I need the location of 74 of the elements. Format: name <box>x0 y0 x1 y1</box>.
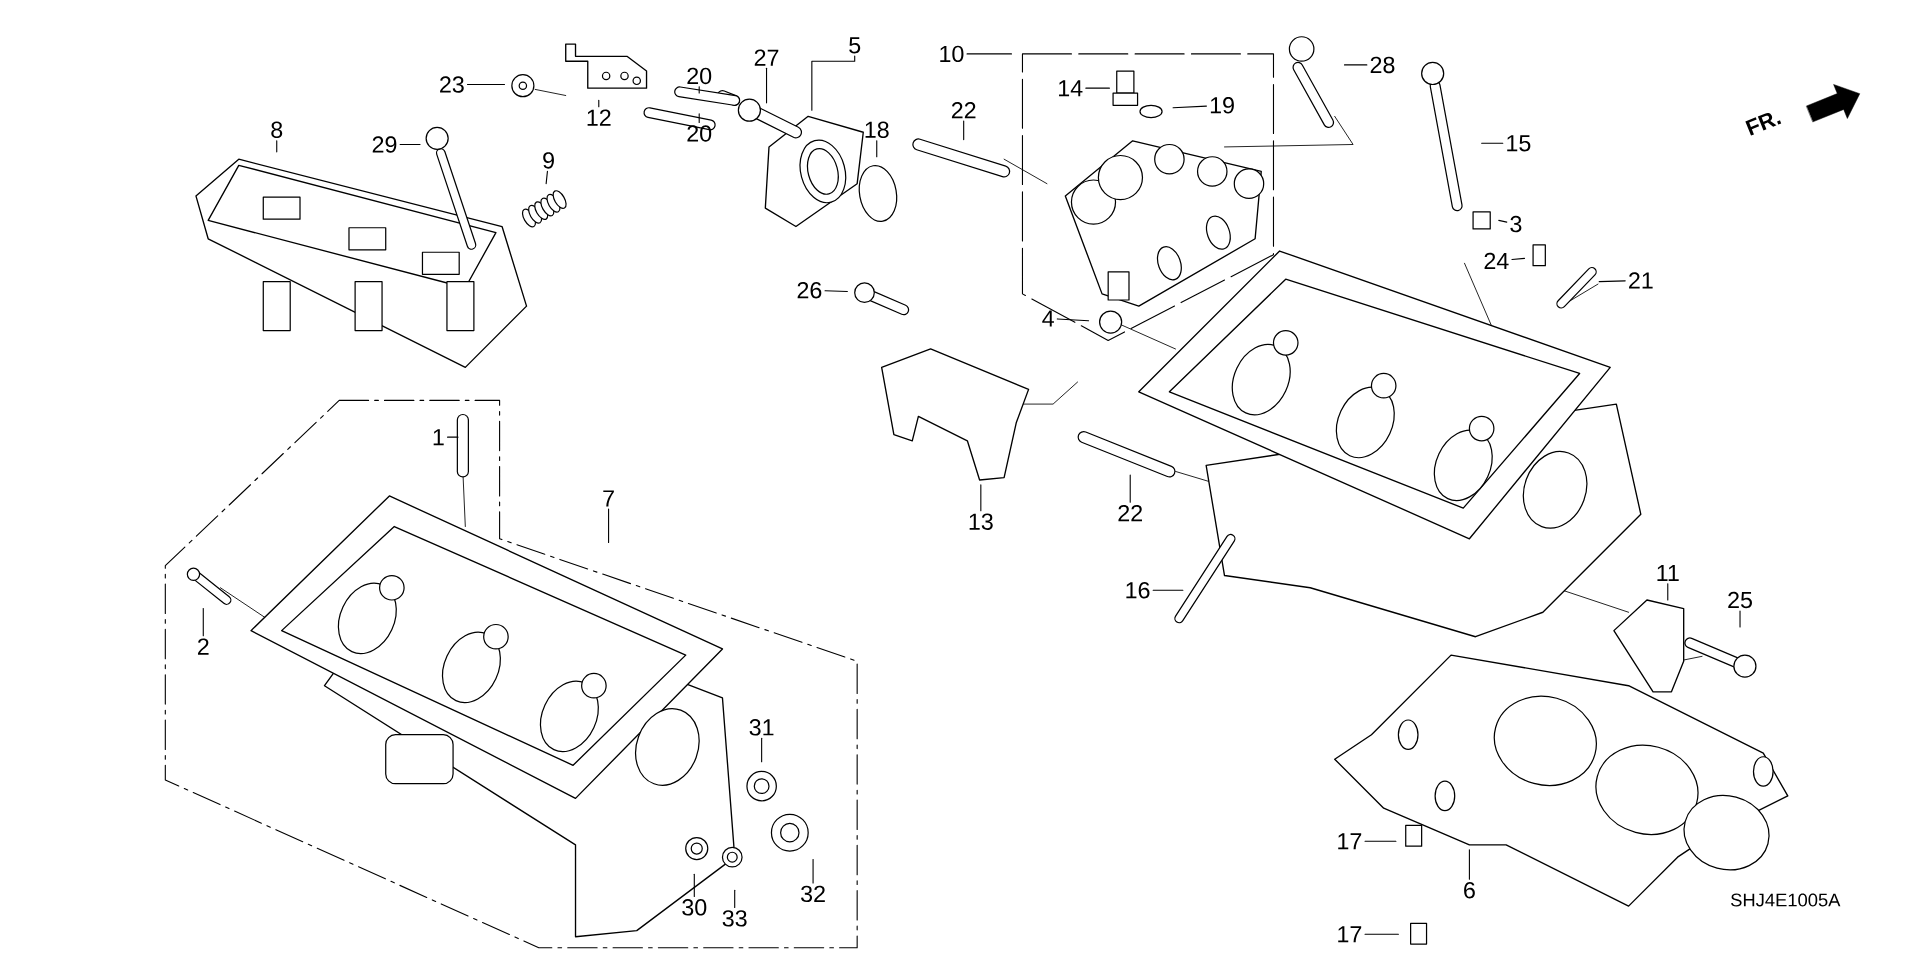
callout-number: 23 <box>440 76 464 93</box>
callout-number: 17 <box>1338 833 1362 850</box>
leader-line <box>693 873 695 898</box>
leader-line <box>1056 318 1090 322</box>
callout-number: 20 <box>687 125 712 142</box>
leader-line <box>980 484 982 512</box>
callout-number: 30 <box>682 899 707 916</box>
leader-line <box>812 859 814 884</box>
callout-number: 26 <box>797 282 822 299</box>
leader-line <box>811 55 856 111</box>
leader-line <box>202 608 204 637</box>
leader-line <box>1481 142 1504 145</box>
drawing-code: SHJ4E1005A <box>1731 893 1841 907</box>
callout-number: 19 <box>1210 97 1234 114</box>
callout-number: 17 <box>1338 926 1362 943</box>
leader-line <box>545 171 548 185</box>
leader-line <box>598 100 600 108</box>
leader-line <box>963 120 965 141</box>
leader-line <box>1364 840 1397 842</box>
callout-number: 22 <box>951 102 976 119</box>
leader-line <box>1364 933 1399 936</box>
callout-number: 4 <box>1042 310 1054 327</box>
callout-number: 13 <box>969 513 993 531</box>
leader-line <box>966 53 1012 55</box>
leader-line <box>698 113 700 124</box>
leader-line <box>734 889 736 909</box>
leader-line <box>1129 474 1131 504</box>
callout-number: 10 <box>940 45 964 63</box>
leader-line <box>1498 220 1508 223</box>
callout-number: 29 <box>372 136 397 153</box>
callout-number: 16 <box>1126 582 1150 599</box>
leader-line <box>761 737 763 763</box>
callout-number: 25 <box>1728 592 1752 609</box>
callout-number: 21 <box>1629 272 1653 289</box>
leader-line <box>1172 105 1207 109</box>
leader-line <box>1598 280 1626 283</box>
callout-number: 6 <box>1464 882 1475 899</box>
callout-number: 15 <box>1507 135 1531 152</box>
callout-number: 28 <box>1370 56 1395 74</box>
callout-number: 18 <box>865 121 889 139</box>
leader-line <box>1667 583 1669 601</box>
callout-number: 22 <box>1118 505 1142 522</box>
callout-number: 20 <box>687 67 712 85</box>
direction-label: FR. <box>1745 113 1782 136</box>
callout-number: 1 <box>433 429 444 446</box>
callout-number: 32 <box>801 885 825 903</box>
leader-line <box>1085 87 1110 89</box>
leader-line <box>1511 258 1526 261</box>
callout-number: 5 <box>849 37 861 54</box>
leader-line <box>276 140 278 153</box>
leader-line <box>876 140 878 158</box>
callout-number: 31 <box>749 719 774 736</box>
callout-number: 2 <box>198 638 209 655</box>
callout-number: 14 <box>1059 80 1083 97</box>
callout-number: 3 <box>1510 216 1522 233</box>
callout-number: 27 <box>754 49 779 66</box>
leader-line <box>608 508 610 544</box>
leader-line <box>698 86 700 94</box>
callout-number: 7 <box>603 490 614 507</box>
leader-line <box>1343 64 1368 66</box>
callout-number: 11 <box>1657 565 1679 582</box>
leader-line <box>1468 849 1470 881</box>
callout-number: 9 <box>543 152 554 169</box>
leader-line <box>447 436 459 438</box>
leader-line <box>399 144 421 146</box>
leader-line <box>824 290 848 293</box>
leader-line <box>1739 610 1741 628</box>
callout-number: 33 <box>722 910 747 927</box>
callout-number: 8 <box>271 121 283 139</box>
leader-line <box>766 68 768 104</box>
callout-number: 12 <box>587 109 611 126</box>
callout-number: 24 <box>1484 252 1509 270</box>
leader-line <box>1152 589 1184 591</box>
leader-line <box>466 84 506 86</box>
